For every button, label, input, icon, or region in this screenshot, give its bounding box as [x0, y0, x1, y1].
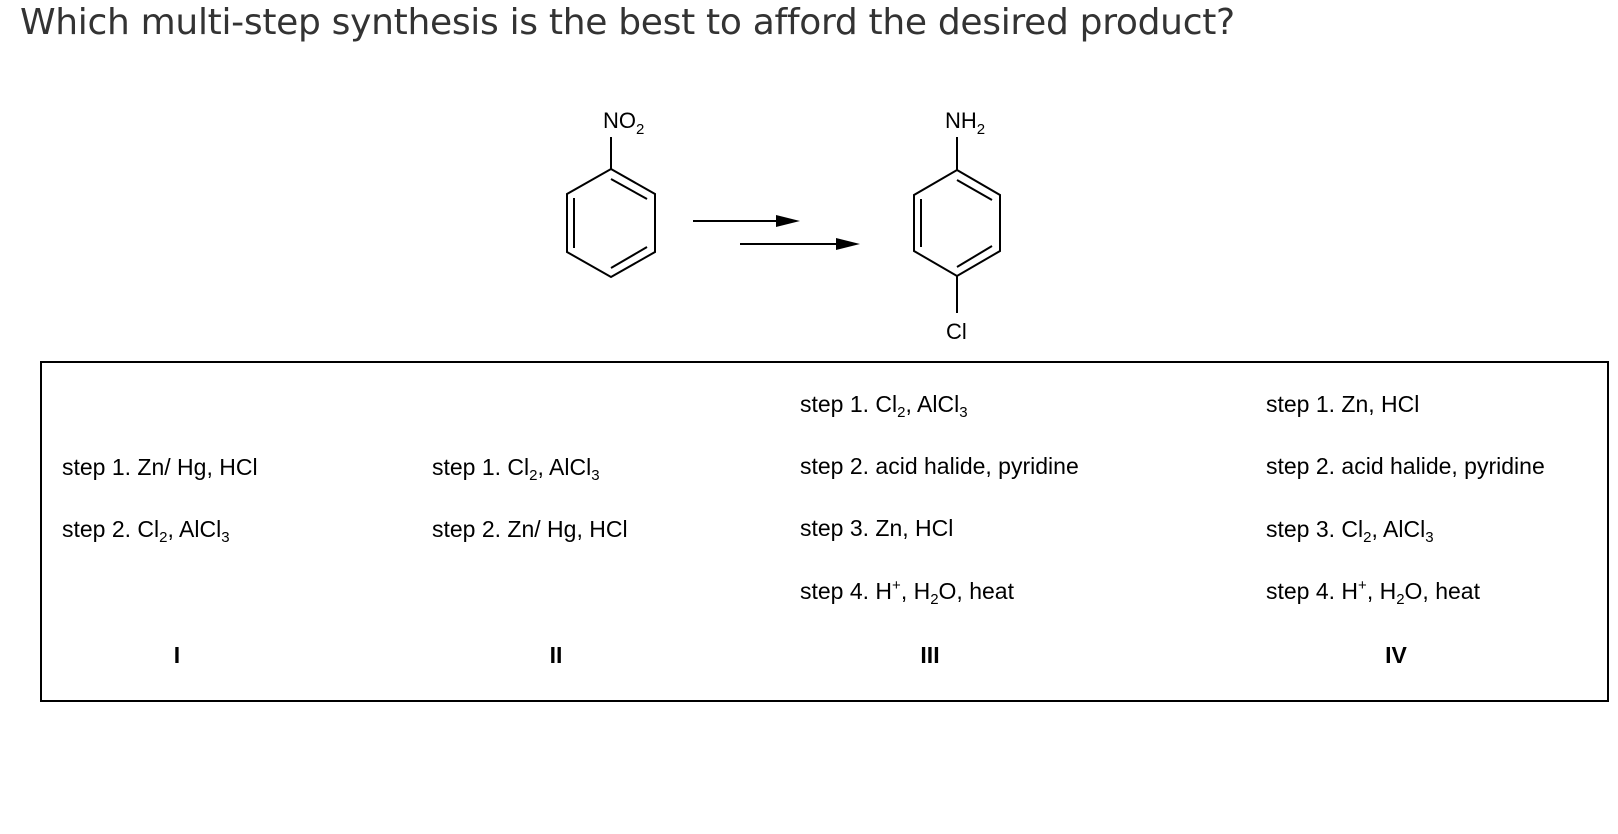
option-1-step-2: step 2. Cl2, AlCl3: [62, 516, 230, 546]
product-structure: NH2 Cl: [913, 108, 1001, 344]
chloro-group-label: Cl: [946, 319, 967, 344]
benzene-ring-icon: [913, 168, 1001, 278]
option-2-label[interactable]: II: [549, 642, 563, 668]
option-2-step-1: step 1. Cl2, AlCl3: [432, 454, 600, 484]
option-3-step-2: step 2. acid halide, pyridine: [800, 453, 1079, 479]
option-4-step-2: step 2. acid halide, pyridine: [1266, 453, 1545, 479]
benzene-ring-icon: [566, 167, 656, 279]
option-1-label[interactable]: I: [173, 642, 181, 668]
nitro-group-label: NO2: [603, 108, 644, 138]
option-4-step-4: step 4. H+, H2O, heat: [1266, 577, 1480, 608]
question-text: Which multi-step synthesis is the best t…: [20, 2, 1235, 43]
option-4-step-3: step 3. Cl2, AlCl3: [1266, 516, 1434, 546]
multi-step-arrow-icon: [693, 215, 860, 250]
option-4-label[interactable]: IV: [1385, 642, 1407, 668]
option-4-step-1: step 1. Zn, HCl: [1266, 391, 1420, 417]
option-2-step-2: step 2. Zn/ Hg, HCl: [432, 516, 628, 542]
starting-material-structure: NO2: [566, 108, 656, 279]
amino-group-label: NH2: [945, 108, 985, 138]
option-3-step-4: step 4. H+, H2O, heat: [800, 577, 1014, 608]
options-box: [40, 361, 1609, 702]
option-3-step-1: step 1. Cl2, AlCl3: [800, 391, 968, 421]
option-1-step-1: step 1. Zn/ Hg, HCl: [62, 454, 258, 480]
option-3-label[interactable]: III: [920, 642, 940, 668]
option-3-step-3: step 3. Zn, HCl: [800, 515, 954, 541]
reaction-scheme: NO2 NH2 Cl: [566, 108, 1001, 344]
